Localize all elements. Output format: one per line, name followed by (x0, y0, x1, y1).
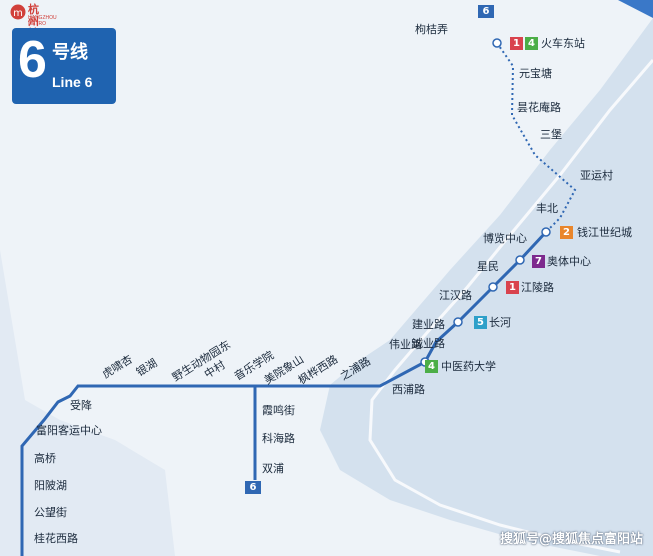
station-label: 中医药大学 (441, 360, 496, 373)
watermark: 搜狐号@搜狐焦点富阳站 (499, 532, 643, 547)
station-label: 公望街 (34, 506, 67, 519)
station-label: 阳陂湖 (34, 479, 67, 492)
station-label: 桂花西路 (34, 532, 78, 545)
station-label: 高桥 (34, 452, 56, 465)
station-label: 亚运村 (580, 169, 613, 182)
station-label: 江汉路 (439, 289, 472, 302)
station-label: 博览中心 (483, 232, 527, 245)
station-label: 星民 (477, 260, 499, 273)
station-label: 建业路 (412, 318, 445, 331)
line-name: 号线 (52, 42, 88, 63)
brand-name-en: HANGZHOU METRO (28, 15, 57, 27)
station-label: 江陵路 (521, 281, 554, 294)
station-label: 诚业路 (412, 337, 445, 350)
transfer-line-badge: 1 (506, 281, 519, 294)
station-label: 长河 (489, 316, 511, 329)
station-label: 富阳客运中心 (36, 424, 102, 437)
station-label: 元宝塘 (519, 67, 552, 80)
corner-accent (618, 0, 653, 18)
station-label: 受降 (70, 399, 92, 412)
station-label: 伟业路 (389, 338, 422, 351)
interchange-station-icon (492, 38, 502, 48)
line-name-en: Line 6 (52, 74, 93, 90)
station-label: 枸桔弄 (415, 23, 448, 36)
station-label: 西浦路 (392, 383, 425, 396)
transfer-line-badge: 2 (560, 226, 573, 239)
interchange-station-icon (515, 255, 525, 265)
station-label: 昙花庵路 (517, 101, 561, 114)
transfer-line-badge: 7 (532, 255, 545, 268)
svg-text:m: m (13, 8, 23, 19)
river-west (0, 250, 175, 556)
station-label: 三堡 (540, 128, 562, 141)
interchange-station-icon (488, 282, 498, 292)
interchange-station-icon (453, 317, 463, 327)
terminal-line-tag: 6 (478, 5, 494, 18)
transfer-line-badge: 1 (510, 37, 523, 50)
station-label: 霞鸣街 (262, 404, 295, 417)
transfer-line-badge: 5 (474, 316, 487, 329)
station-label: 奥体中心 (547, 255, 591, 268)
transfer-line-badge: 4 (425, 360, 438, 373)
transfer-line-badge: 4 (525, 37, 538, 50)
station-label: 钱江世纪城 (577, 226, 632, 239)
terminal-line-tag: 6 (245, 481, 261, 494)
station-label: 丰北 (536, 202, 558, 215)
station-label: 火车东站 (541, 37, 585, 50)
station-label: 双浦 (262, 462, 284, 475)
metro-logo-icon: m (10, 4, 26, 20)
station-label: 科海路 (262, 432, 295, 445)
interchange-station-icon (541, 227, 551, 237)
river-qiantang (320, 18, 653, 556)
line-badge: 6 号线 Line 6 (12, 28, 116, 104)
line-number: 6 (18, 31, 47, 89)
